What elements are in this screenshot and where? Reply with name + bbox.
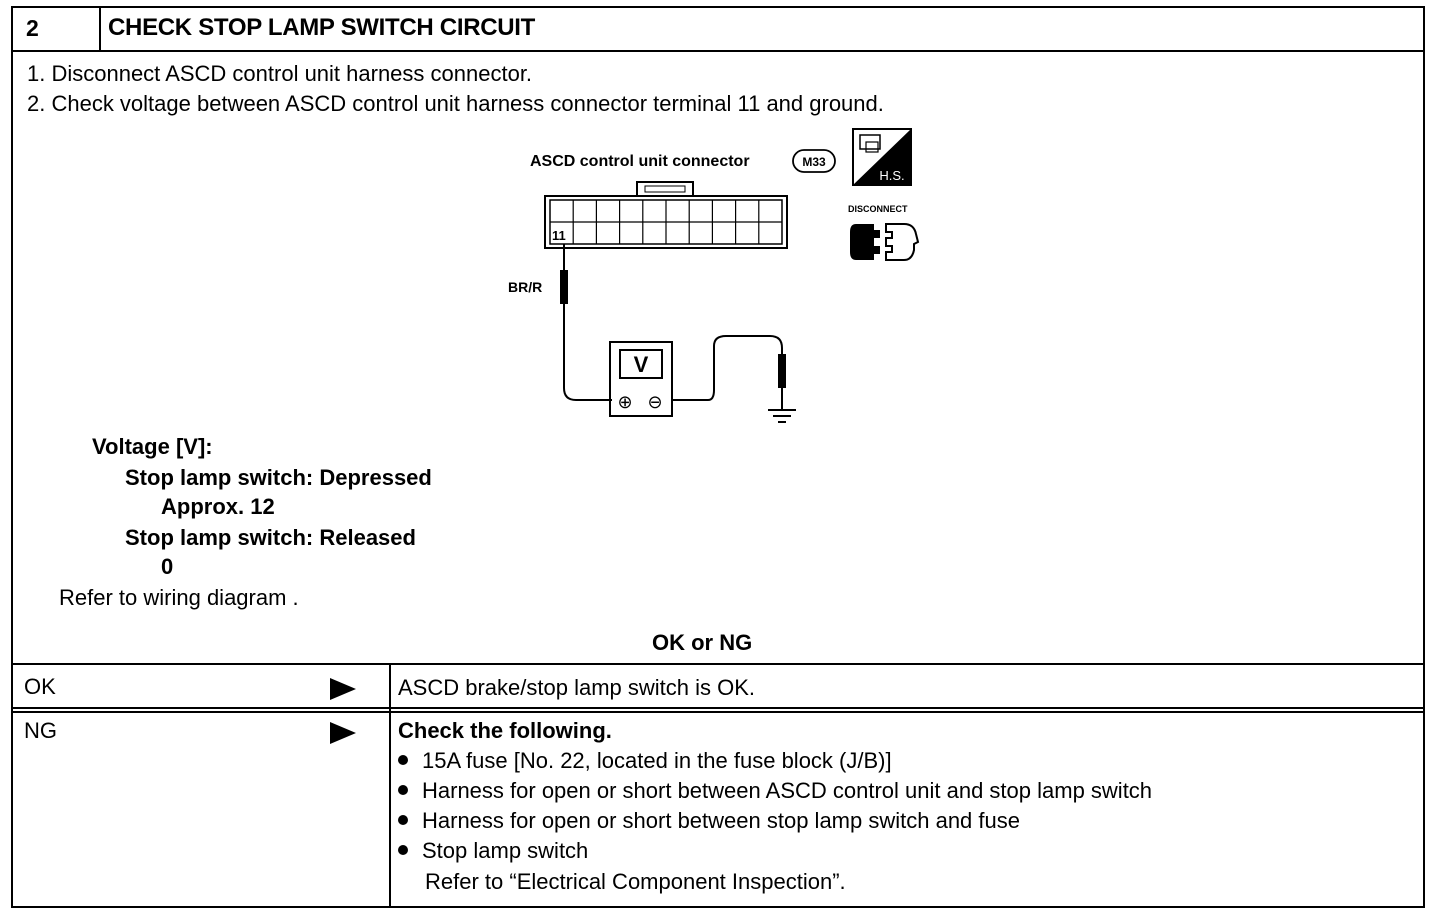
connector-body <box>544 181 788 249</box>
procedure-step-1: 1. Disconnect ASCD control unit harness … <box>27 61 533 86</box>
voltmeter-minus-terminal: ⊖ <box>647 392 662 413</box>
check-item-text: Harness for open or short between ASCD c… <box>422 778 1153 803</box>
bullet-icon <box>398 815 408 826</box>
result-ng-heading: Check the following. <box>398 718 612 743</box>
decision-label: OK or NG <box>652 630 753 655</box>
component-inspection-reference: Refer to “Electrical Component Inspectio… <box>425 869 846 894</box>
bullet-icon <box>398 845 408 856</box>
connector-label: ASCD control unit connector <box>530 153 750 170</box>
terminal-probe <box>560 244 612 401</box>
check-item: Stop lamp switch <box>398 838 588 864</box>
connector-id-text: M33 <box>802 155 826 169</box>
bullet-icon <box>398 755 408 766</box>
wire-color-label: BR/R <box>508 279 542 295</box>
disconnect-icon <box>850 223 920 261</box>
spec-condition-2: Stop lamp switch: Released <box>125 525 416 550</box>
check-item: 15A fuse [No. 22, located in the fuse bl… <box>398 748 892 774</box>
spec-heading: Voltage [V]: <box>92 434 213 459</box>
harness-side-badge: H.S. <box>852 128 912 186</box>
result-ng-label: NG <box>24 718 57 743</box>
results-top-divider <box>11 663 1425 665</box>
spec-condition-1: Stop lamp switch: Depressed <box>125 465 432 490</box>
check-item-text: 15A fuse [No. 22, located in the fuse bl… <box>422 748 892 773</box>
connector-test-diagram: ASCD control unit connector M33 11 BR/R … <box>500 120 940 440</box>
check-item: Harness for open or short between ASCD c… <box>398 778 1152 804</box>
connector-id-badge <box>792 149 836 173</box>
check-item-text: Stop lamp switch <box>422 838 589 863</box>
step-title: CHECK STOP LAMP SWITCH CIRCUIT <box>108 14 536 41</box>
result-ok-label: OK <box>24 674 56 699</box>
terminal-number: 11 <box>552 228 566 243</box>
results-ok-bottom-divider <box>11 707 1425 709</box>
results-ok-bottom-divider-2 <box>11 711 1425 713</box>
step-number: 2 <box>26 15 39 41</box>
ground-lead <box>672 335 786 410</box>
result-ok-arrow-icon <box>330 678 356 700</box>
voltmeter-plus-terminal: ⊕ <box>617 392 632 413</box>
voltmeter: V ⊕ ⊖ <box>609 341 673 417</box>
procedure-step-2: 2. Check voltage between ASCD control un… <box>27 91 884 116</box>
header-number-divider <box>99 6 101 52</box>
connector-cavity-grid <box>550 200 782 244</box>
diagram-svg: ASCD control unit connector M33 11 BR/R … <box>508 128 920 423</box>
voltmeter-symbol: V <box>634 352 649 377</box>
results-column-divider <box>389 663 391 908</box>
bullet-icon <box>398 785 408 796</box>
result-ok-text: ASCD brake/stop lamp switch is OK. <box>398 675 756 700</box>
ground-symbol <box>768 409 796 423</box>
harness-side-text: H.S. <box>879 168 904 183</box>
disconnect-label: DISCONNECT <box>848 204 908 214</box>
spec-value-2: 0 <box>161 554 174 579</box>
result-ng-arrow-icon <box>330 722 356 744</box>
check-item-text: Harness for open or short between stop l… <box>422 808 1020 833</box>
spec-value-1: Approx. 12 <box>161 494 275 519</box>
check-item: Harness for open or short between stop l… <box>398 808 1020 834</box>
header-divider <box>11 50 1425 52</box>
procedure-frame <box>11 6 1425 908</box>
wiring-diagram-reference: Refer to wiring diagram . <box>59 585 299 610</box>
